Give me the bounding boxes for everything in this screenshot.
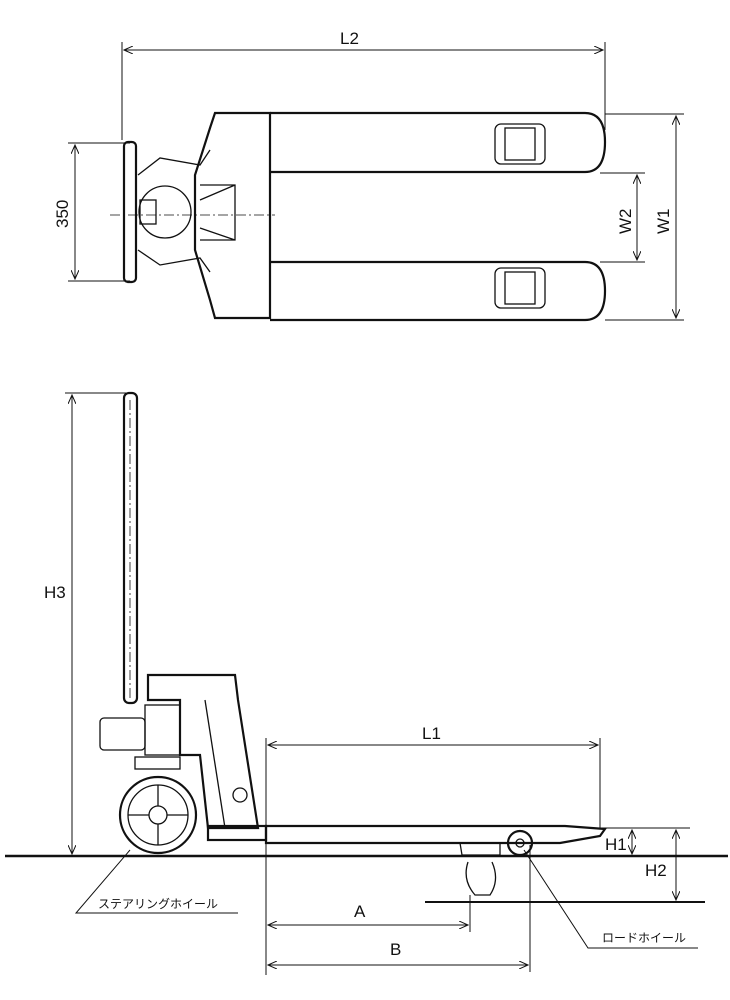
load-wheel-top-2-inner — [504, 271, 536, 305]
h2-label: H2 — [645, 861, 667, 880]
chassis — [193, 111, 272, 320]
bolt — [232, 787, 248, 803]
load-wheel-hub — [515, 838, 525, 848]
load-wheel-callout: ロードホイール — [602, 931, 686, 945]
steering-wheel-leader — [74, 849, 238, 914]
steering-wheel-callout: ステアリングホイール — [98, 897, 218, 911]
load-roller-lowered-wheel — [465, 861, 497, 896]
load-wheel-top-1-inner — [504, 127, 536, 161]
handle-bar-side — [122, 391, 139, 705]
load-wheel — [506, 829, 534, 857]
steering-wheel-spokes — [128, 785, 188, 845]
chassis-line — [204, 699, 226, 829]
pump-nut — [139, 199, 157, 225]
load-wheel-top-2 — [494, 267, 546, 309]
h1-label: H1 — [605, 835, 627, 854]
b-label: B — [390, 940, 401, 959]
fork-side — [264, 824, 608, 845]
l2-label: L2 — [340, 29, 359, 48]
handle-head — [99, 717, 146, 751]
width-350-label: 350 — [53, 200, 72, 228]
top-view: L2 350 W2 W1 — [53, 29, 684, 322]
load-wheel-leader — [523, 849, 698, 949]
l1-label: L1 — [422, 724, 441, 743]
chassis-detail — [199, 184, 236, 241]
steering-wheel-hub — [148, 805, 168, 825]
a-label: A — [354, 902, 366, 921]
chassis-side — [146, 673, 260, 830]
pump-linkage — [137, 149, 211, 273]
load-roller-lowered — [459, 842, 501, 856]
w1-label: W1 — [654, 209, 673, 235]
pump-circle — [138, 185, 192, 239]
wheel-fork — [134, 756, 181, 770]
h3-label: H3 — [44, 583, 66, 602]
w2-label: W2 — [616, 209, 635, 235]
handle-bar-top — [122, 140, 138, 284]
fork-bottom — [270, 260, 607, 322]
side-view: H3 L1 H1 H2 A B ステアリングホイール ロードホイール — [5, 391, 728, 975]
load-wheel-top-1 — [494, 123, 546, 165]
pump-body — [144, 704, 181, 756]
fork-top — [270, 111, 607, 174]
steering-wheel — [118, 775, 198, 855]
